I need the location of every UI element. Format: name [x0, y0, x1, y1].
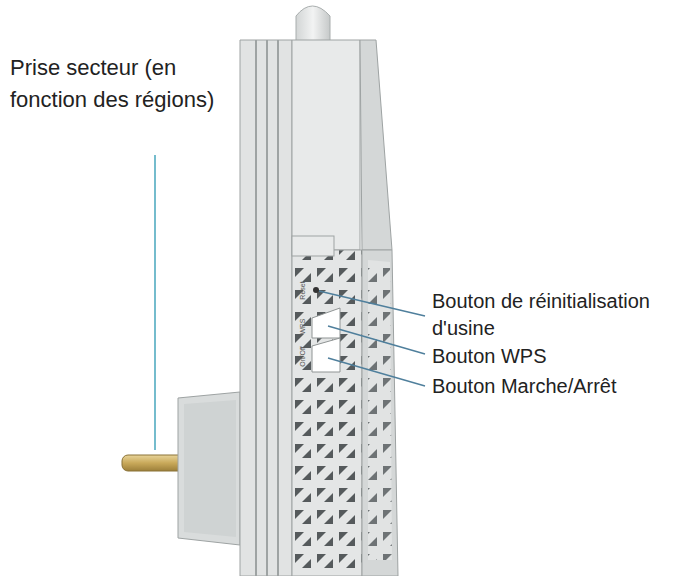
antenna-base	[292, 236, 334, 256]
part-label: Bouton Marche/Arrêt	[432, 373, 668, 400]
reset-hole	[313, 287, 319, 293]
part-label: Bouton de réinitialisation d'usine	[432, 288, 664, 342]
wps-button	[312, 308, 340, 338]
plug-face	[184, 400, 236, 537]
plug-body	[178, 392, 240, 545]
housing-top	[292, 40, 360, 250]
housing-edge	[360, 40, 392, 250]
plug-pin	[122, 455, 184, 471]
device-marking: Reset	[298, 271, 307, 311]
housing-edge	[362, 250, 398, 576]
region-plug-label: Prise secteur (en fonction des régions)	[10, 52, 250, 116]
housing-side	[240, 40, 292, 576]
device-marking: On/Off	[298, 337, 307, 377]
device-marking: WPS	[298, 307, 307, 347]
part-label: Bouton WPS	[432, 343, 664, 370]
leader-lines	[319, 291, 425, 386]
leader-line	[154, 155, 155, 450]
housing-ridges	[256, 40, 278, 576]
power-button	[312, 338, 340, 372]
